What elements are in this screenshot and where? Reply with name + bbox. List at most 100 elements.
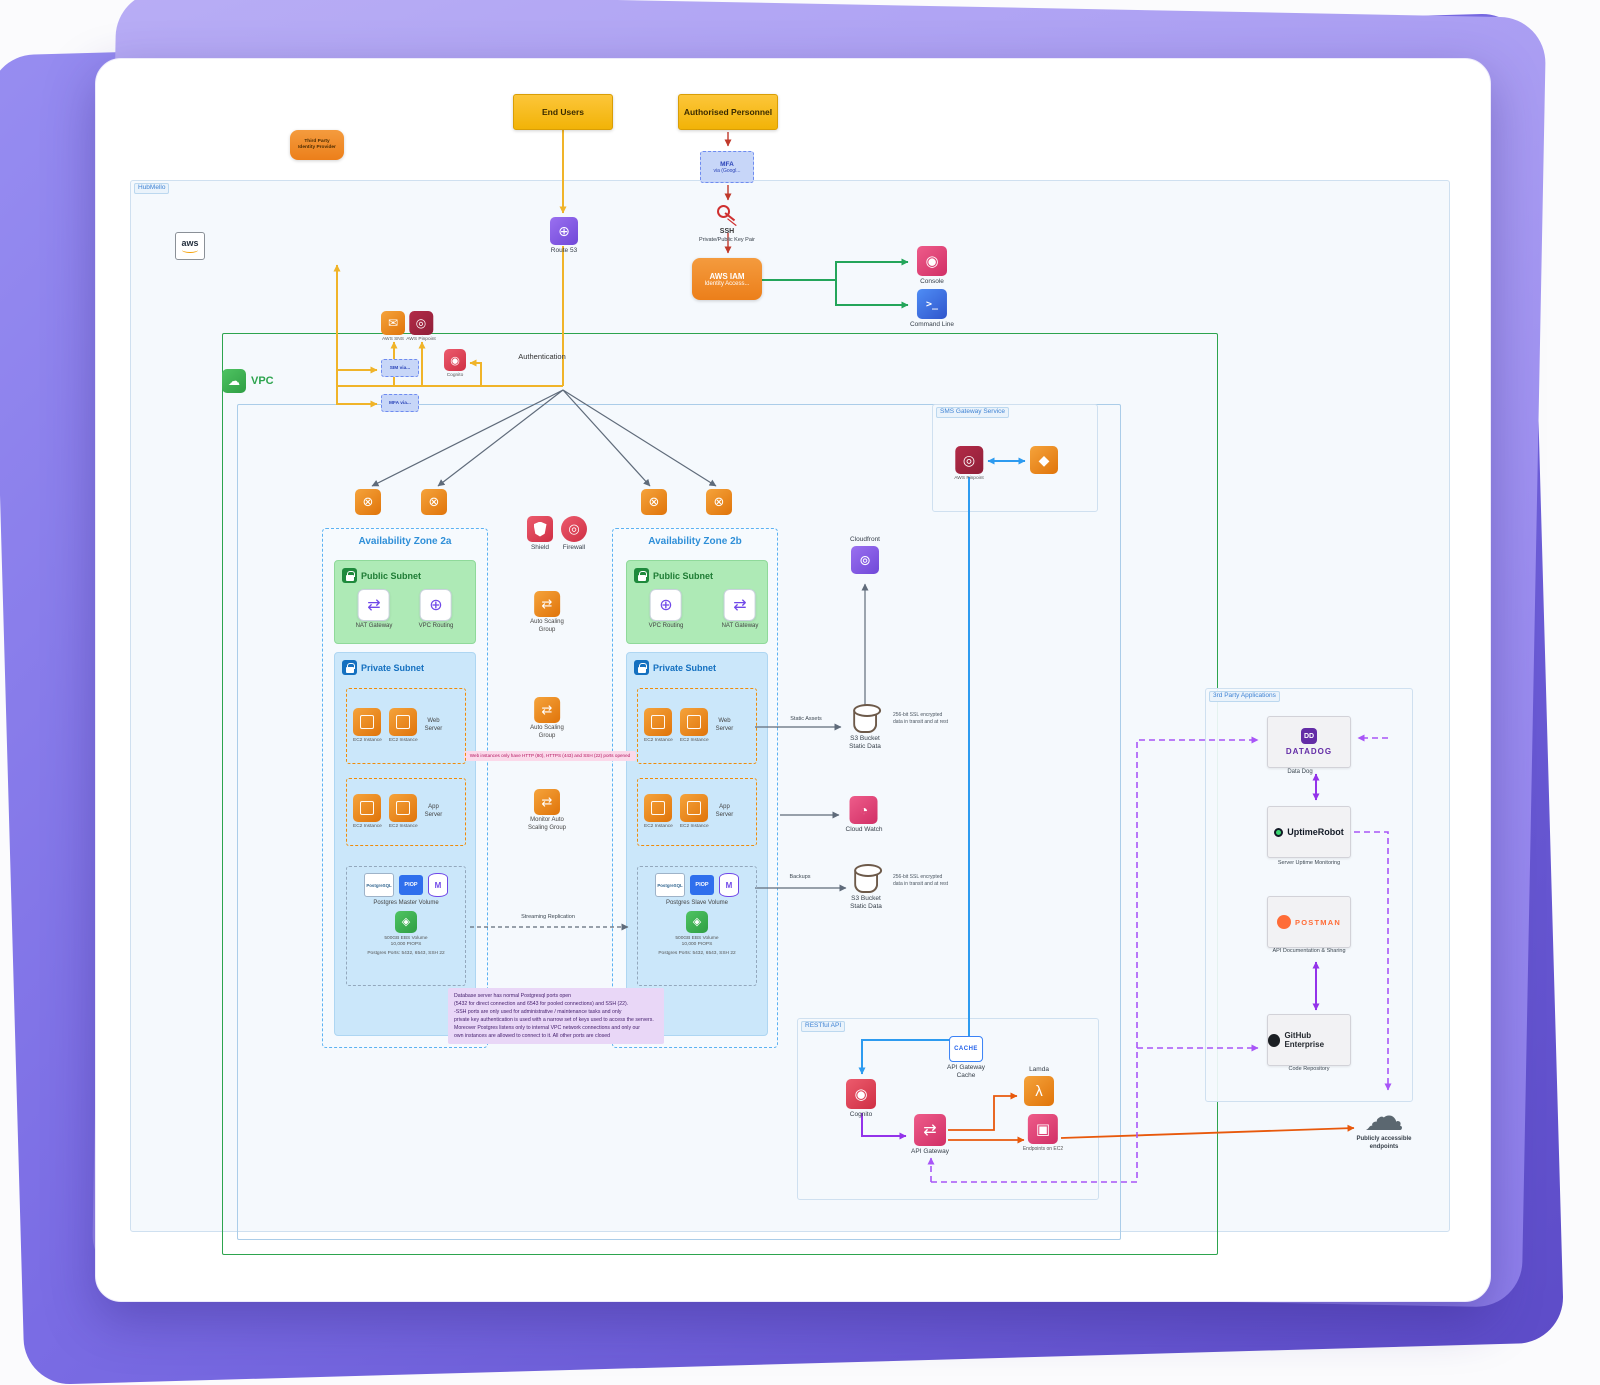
console-node[interactable]: ◉ Console [917, 246, 947, 286]
firewall-node[interactable]: ◎ Firewall [561, 516, 587, 552]
private-subnet-title: Private Subnet [653, 662, 717, 673]
auto-scaling-group-node-1[interactable]: ⇄ Auto Scaling Group [530, 591, 564, 635]
postman-label: API Documentation & Sharing [1272, 948, 1346, 954]
public-endpoints-node[interactable]: ☁ Publicly accessible endpoints [1356, 1095, 1412, 1150]
vpc-router-node-1[interactable]: ⊗ [355, 489, 381, 515]
monitor-auto-scaling-node[interactable]: ⇄ Monitor Auto Scaling Group [528, 789, 566, 833]
vpc-cloud-icon: ☁ [222, 369, 246, 393]
cognito-rest-node[interactable]: ◉ Cognito [846, 1079, 876, 1119]
authentication-label: Authentication [518, 352, 566, 361]
sms-service-node[interactable]: ◆ [1030, 446, 1058, 474]
api-gateway-cache-node[interactable]: CACHE API Gateway Cache [947, 1036, 985, 1081]
vpc-routing-2a-node[interactable]: ⊕ VPC Routing [419, 589, 453, 631]
az-2a-title: Availability Zone 2a [358, 536, 452, 547]
vpc-routing-icon: ⊕ [420, 589, 452, 621]
shield-node[interactable]: Shield [527, 516, 553, 552]
streaming-replication-label: Streaming Replication [521, 914, 575, 920]
router-icon: ⊗ [641, 489, 667, 515]
ec2-icon [389, 794, 418, 822]
public-lock-icon [342, 568, 357, 583]
web-ports-note: Web instances only have HTTP (80), HTTPS… [464, 751, 636, 761]
sms-pinpoint-node[interactable]: ◎ AWS Pinpoint [954, 446, 984, 482]
route53-icon: ⊕ [550, 217, 578, 245]
nat-gateway-icon: ⇄ [357, 589, 390, 621]
aws-sns-node[interactable]: ✉ AWS SNS [381, 311, 405, 343]
aws-smile-icon [182, 247, 198, 253]
web-server-group-2a[interactable]: EC2 Instance EC2 Instance Web Server [346, 688, 466, 764]
postgres-slave-group[interactable]: PostgreSQL PIOP M Postgres Slave Volume … [637, 866, 757, 986]
aws-logo: aws [175, 232, 205, 260]
route53-node[interactable]: ⊕ Route 53 [550, 217, 578, 255]
ec2-icon [353, 708, 382, 736]
cognito-icon: ◉ [444, 349, 466, 371]
public-subnet-2a[interactable]: Public Subnet [334, 560, 476, 644]
ec2-icon [353, 794, 382, 822]
cognito-auth-node[interactable]: ◉ Cognito [444, 349, 466, 379]
app-server-group-2b[interactable]: EC2 Instance EC2 Instance App Server [637, 778, 757, 846]
private-lock-icon [342, 660, 357, 675]
private-lock-icon [634, 660, 649, 675]
cloud-icon: ☁ [1364, 1095, 1404, 1139]
sms-service-icon: ◆ [1030, 446, 1058, 474]
github-icon [1268, 1033, 1281, 1047]
cloudwatch-node[interactable]: ◔ Cloud Watch [846, 796, 882, 834]
s3-bucket-backup-node[interactable]: S3 Bucket Static Data [850, 864, 882, 912]
panel-tag-sms-gateway: SMS Gateway Service [936, 407, 1010, 418]
mfa-via-node[interactable]: MFA via... [381, 394, 419, 412]
cognito-icon: ◉ [846, 1079, 876, 1109]
web-server-group-2b[interactable]: EC2 Instance EC2 Instance Web Server [637, 688, 757, 764]
sim-via-node[interactable]: SIM via... [381, 359, 419, 377]
cloudfront-node[interactable]: Cloudfront ⊚ [850, 536, 880, 575]
postgres-master-group[interactable]: PostgreSQL PIOP M Postgres Master Volume… [346, 866, 466, 986]
lamda-node[interactable]: Lamda λ [1024, 1066, 1054, 1107]
vpc-label-node: ☁ VPC [222, 369, 274, 393]
api-gateway-node[interactable]: ⇄ API Gateway [911, 1114, 949, 1156]
aws-iam-node[interactable]: AWS IAM Identity Access... [692, 258, 762, 300]
aws-pinpoint-node[interactable]: ◎ AWS Pinpoint [406, 311, 436, 343]
uptimerobot-label: Server Uptime Monitoring [1277, 860, 1341, 866]
github-label: Code Repository [1288, 1066, 1330, 1072]
auto-scaling-icon: ⇄ [533, 697, 560, 723]
endpoints-ec2-node[interactable]: ▣ Endpoints on EC2 [1023, 1114, 1063, 1152]
third-party-idp-node[interactable]: Third Party Identity Provider [290, 130, 344, 160]
cache-icon: CACHE [949, 1036, 983, 1062]
pinpoint-icon: ◎ [408, 311, 433, 335]
router-icon: ⊗ [706, 489, 732, 515]
vpc-router-node-2[interactable]: ⊗ [421, 489, 447, 515]
postman-icon [1277, 915, 1292, 929]
mfa-node[interactable]: MFA via (Googl... [700, 151, 754, 183]
nat-gateway-2b-node[interactable]: ⇄ NAT Gateway [722, 589, 758, 631]
postman-card[interactable]: POSTMAN [1267, 896, 1351, 948]
command-line-icon: >_ [916, 289, 947, 319]
nat-gateway-2a-node[interactable]: ⇄ NAT Gateway [356, 589, 392, 631]
end-users-node[interactable]: End Users [513, 94, 613, 130]
ec2-icon [389, 708, 418, 736]
ec2-icon [644, 794, 673, 822]
postgresql-icon: PostgreSQL [655, 873, 685, 897]
ssh-node[interactable]: SSH Private/Public Key Pair [699, 202, 755, 244]
static-assets-label: Static Assets [790, 716, 822, 722]
s3-bucket-static-node[interactable]: S3 Bucket Static Data [849, 704, 881, 752]
vpc-routing-2b-node[interactable]: ⊕ VPC Routing [649, 589, 683, 631]
command-line-node[interactable]: >_ Command Line [910, 289, 954, 329]
lambda-icon: λ [1024, 1076, 1054, 1107]
auto-scaling-group-node-2[interactable]: ⇄ Auto Scaling Group [530, 697, 564, 741]
panel-tag-restful-api: RESTful API [801, 1021, 846, 1032]
ec2-icon [680, 794, 709, 822]
auto-scaling-icon: ⇄ [533, 591, 560, 617]
vpc-router-node-4[interactable]: ⊗ [706, 489, 732, 515]
vpc-router-node-3[interactable]: ⊗ [641, 489, 667, 515]
nat-gateway-icon: ⇄ [723, 589, 756, 621]
auto-scaling-icon: ⇄ [534, 789, 560, 815]
postgresql-icon: PostgreSQL [364, 873, 394, 897]
database-ports-note: Database server has normal Postgresql po… [448, 988, 664, 1045]
panel-tag-hubmello: HubMello [134, 183, 170, 194]
datadog-card[interactable]: DD DATADOG [1267, 716, 1351, 768]
uptimerobot-card[interactable]: UptimeRobot [1267, 806, 1351, 858]
authorised-personnel-node[interactable]: Authorised Personnel [678, 94, 778, 130]
public-subnet-title: Public Subnet [653, 570, 714, 581]
ssl-note-1: 256-bit SSL encrypted data in transit an… [893, 712, 949, 725]
app-server-group-2a[interactable]: EC2 Instance EC2 Instance App Server [346, 778, 466, 846]
github-card[interactable]: GitHub Enterprise [1267, 1014, 1351, 1066]
